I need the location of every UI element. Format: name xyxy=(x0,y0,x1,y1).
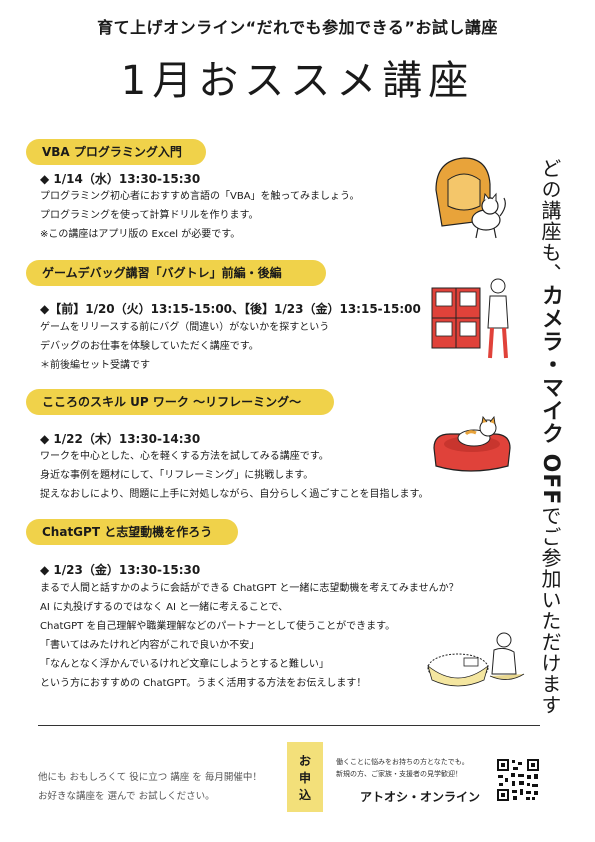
cat-in-bed-illustration xyxy=(433,415,511,472)
course-tag-vba: VBA プログラミング入門 xyxy=(26,139,206,165)
footer-message: 他にも おもしろくて 役に立つ 講座 を 毎月開催中！ お好きな講座を 選んで … xyxy=(38,768,262,806)
course-line: 捉えなおしにより、問題に上手に対処しながら、自分らしく過ごすことを目指します。 xyxy=(40,489,429,500)
qr-code[interactable] xyxy=(496,758,540,802)
capsule-toy-machine-illustration xyxy=(431,278,509,359)
apply-char: お xyxy=(298,754,311,768)
divider xyxy=(38,725,540,726)
course-tag-debug: ゲームデバッグ講習「バグトレ」前編・後編 xyxy=(26,260,326,286)
course-tag-chatgpt: ChatGPT と志望動機を作ろう xyxy=(26,519,238,545)
vertical-slogan-strong: カメラ・マイク OFF xyxy=(538,284,563,506)
apply-char: 申 xyxy=(298,771,311,785)
course-datetime-chatgpt: ◆ 1/23（金）13:30-15:30 xyxy=(40,563,201,577)
course-datetime-vba: ◆ 1/14（水）13:30-15:30 xyxy=(40,172,201,186)
course-line: プログラミング初心者におすすめ言語の「VBA」を触ってみましょう。 xyxy=(40,191,360,202)
course-line: ※この講座はアプリ版の Excel が必要です。 xyxy=(40,229,241,240)
apply-button[interactable]: お 申 込 xyxy=(287,742,323,812)
course-line: ワークを中心とした、心を軽くする方法を試してみる講座です。 xyxy=(40,451,329,462)
vertical-slogan: どの講座も、カメラ・マイク OFFでご参加いただけます xyxy=(530,158,570,718)
course-body-vba: プログラミング初心者におすすめ言語の「VBA」を触ってみましょう。 プログラミン… xyxy=(40,187,359,244)
course-body-debug: ゲームをリリースする前にバグ（間違い）がないかを探すという デバッグのお仕事を体… xyxy=(40,318,329,375)
course-line: 「書いてはみたけれど内容がこれで良いか不安」 xyxy=(40,640,260,651)
page-title: 1月おススメ講座 xyxy=(120,58,475,104)
course-line: 「なんとなく浮かんでいるけれど文章にしようとすると難しい」 xyxy=(40,659,329,670)
course-line: という方におすすめの ChatGPT。うまく活用する方法をお伝えします！ xyxy=(40,678,367,689)
apply-char: 込 xyxy=(298,788,311,802)
course-line: プログラミングを使って計算ドリルを作ります。 xyxy=(40,210,259,221)
footer-line: 他にも おもしろくて 役に立つ 講座 を 毎月開催中！ xyxy=(38,772,262,783)
brand-name: アトオシ・オンライン xyxy=(360,790,481,804)
course-datetime-reframing: ◆ 1/22（木）13:30-14:30 xyxy=(40,432,201,446)
course-body-chatgpt: まるで人間と話すかのように会話ができる ChatGPT と一緒に志望動機を考えて… xyxy=(40,579,459,693)
subtitle: 育て上げオンライン“だれでも参加できる”お試し講座 xyxy=(97,18,498,37)
course-body-reframing: ワークを中心とした、心を軽くする方法を試してみる講座です。 身近な事例を題材にし… xyxy=(40,447,429,504)
vertical-slogan-part3: でご参加いただけます xyxy=(538,505,562,716)
course-line: ゲームをリリースする前にバグ（間違い）がないかを探すという xyxy=(40,322,330,333)
footer-note-line: 新規の方、ご家族・支援者の見学歓迎！ xyxy=(336,770,462,778)
course-datetime-debug: ◆【前】1/20（火）13:15-15:00、【後】1/23（金）13:15-1… xyxy=(40,302,421,316)
course-line: デバッグのお仕事を体験していただく講座です。 xyxy=(40,341,259,352)
course-line: 身近な事例を題材にして、「リフレーミング」に挑戦します。 xyxy=(40,470,314,481)
course-line: AI に丸投げするのではなく AI と一緒に考えることで、 xyxy=(40,602,289,613)
vertical-slogan-part1: どの講座も、 xyxy=(538,158,562,284)
person-kotatsu-illustration xyxy=(427,632,525,687)
course-tag-reframing: こころのスキル UP ワーク 〜リフレーミング〜 xyxy=(26,389,334,415)
footer-note: 働くことに悩みをお持ちの方となたでも。 新規の方、ご家族・支援者の見学歓迎！ xyxy=(336,756,469,780)
course-line: まるで人間と話すかのように会話ができる ChatGPT と一緒に志望動機を考えて… xyxy=(40,583,459,594)
footer-note-line: 働くことに悩みをお持ちの方となたでも。 xyxy=(336,758,469,766)
course-line: ChatGPT を自己理解や職業理解などのパートナーとして使うことができます。 xyxy=(40,621,396,632)
course-line: ＊前後編セット受講です xyxy=(40,360,150,371)
cat-hat-illustration xyxy=(435,157,506,239)
footer-line: お好きな講座を 選んで お試しください。 xyxy=(38,791,215,802)
